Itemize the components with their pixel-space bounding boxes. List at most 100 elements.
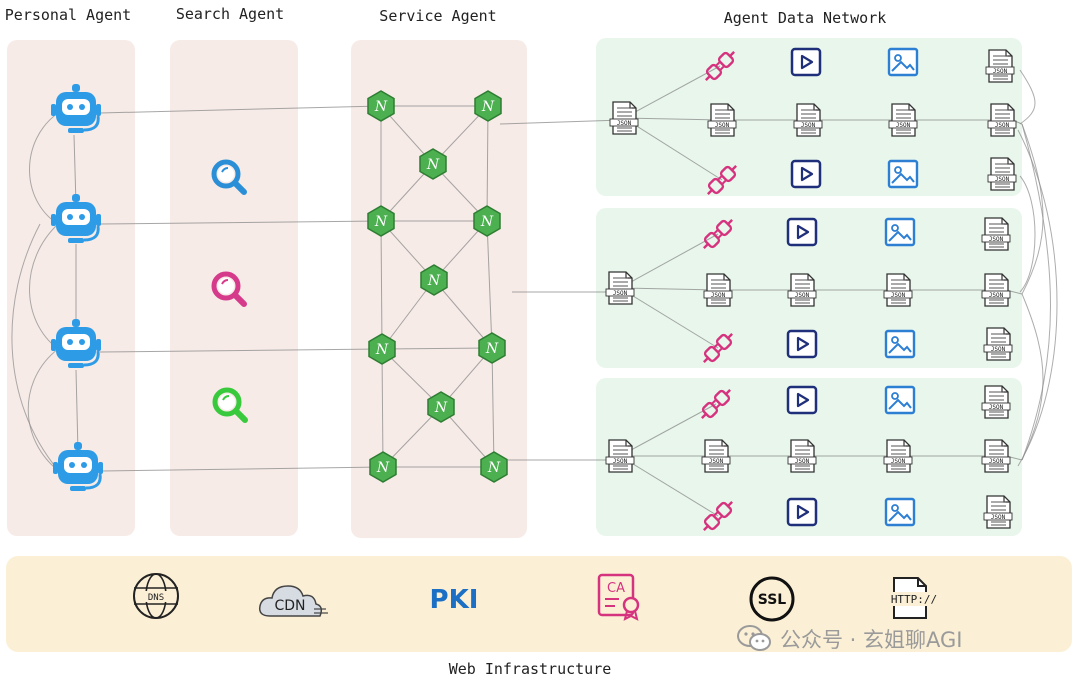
json-tag: JSON [891,458,906,465]
dns-icon: DNS [130,570,182,626]
service-agent-node-icon: N [419,148,447,180]
connector-curve [1019,175,1036,293]
pki-label: PKI [429,585,479,615]
video-play-icon [790,159,822,189]
image-icon [884,217,916,247]
search-agent-magnifier-icon [211,271,247,307]
json-document-icon: JSON [987,157,1017,191]
connector-line [486,105,489,222]
json-document-icon: JSON [787,439,817,473]
connector-line [619,287,719,349]
json-tag: JSON [715,122,730,129]
image-icon [884,497,916,527]
node-letter: N [426,157,440,173]
dns-label: DNS [148,593,164,603]
connector-curve [29,112,59,225]
ca-label: CA [607,581,625,596]
personal-agent-robot-icon [51,194,101,243]
service-agent-node-icon: N [480,451,508,483]
json-tag: JSON [709,458,724,465]
cdn-label: CDN [274,598,305,614]
agent-data-network-title: Agent Data Network [723,9,887,27]
service-agent-node-icon: N [473,205,501,237]
cdn-icon: CDN [256,578,332,626]
video-play-icon [786,217,818,247]
connector-line [623,117,723,181]
json-tag: JSON [896,122,911,129]
json-tag: JSON [989,292,1004,299]
json-tag: JSON [989,404,1004,411]
personal-agent-robot-icon [51,84,101,133]
video-play-icon [786,385,818,415]
json-document-icon: JSON [888,103,918,137]
json-tag: JSON [993,68,1008,75]
connector-line [381,348,384,468]
json-document-icon: JSON [983,495,1013,529]
http-label: HTTP:// [891,593,937,606]
plug-connector-icon [707,165,737,195]
json-tag: JSON [995,176,1010,183]
json-document-icon: JSON [883,439,913,473]
service-agent-node-icon: N [474,90,502,122]
image-icon [884,329,916,359]
json-document-icon: JSON [701,439,731,473]
connector-line [99,348,383,353]
node-letter: N [480,214,494,230]
connector-curve [1017,129,1058,467]
ssl-icon: SSL [748,575,796,627]
json-document-icon: JSON [981,385,1011,419]
connector-curve [29,223,59,350]
web-infrastructure-label: Web Infrastructure [448,660,612,678]
connector-curve [1021,123,1051,461]
plug-connector-icon [703,501,733,531]
connector-line [486,220,493,349]
node-letter: N [427,273,441,289]
node-letter: N [487,460,501,476]
json-tag: JSON [711,292,726,299]
json-document-icon: JSON [981,273,1011,307]
json-tag: JSON [613,458,628,465]
connector-line [380,220,383,350]
node-letter: N [374,99,388,115]
json-tag: JSON [989,236,1004,243]
json-tag: JSON [795,292,810,299]
plug-connector-icon [705,51,735,81]
ca-certificate-icon: CA [595,571,645,625]
node-letter: N [375,342,389,358]
ssl-label: SSL [758,592,787,608]
json-document-icon: JSON [703,273,733,307]
json-document-icon: JSON [605,271,635,305]
node-letter: N [376,460,390,476]
search-agent-title: Search Agent [175,5,285,23]
json-tag: JSON [617,120,632,127]
connector-line [73,134,77,206]
service-agent-title: Service Agent [379,7,497,25]
json-tag: JSON [991,514,1006,521]
json-document-icon: JSON [987,103,1017,137]
plug-connector-icon [703,219,733,249]
json-document-icon: JSON [605,439,635,473]
chat-bubble-icon [736,624,772,654]
connector-curve [1019,69,1036,125]
http-file-icon: HTTP:// [888,575,940,625]
node-letter: N [434,400,448,416]
watermark-text: 公众号 · 玄姐聊AGI [780,628,963,652]
search-agent-magnifier-icon [211,159,247,195]
search-agent-magnifier-icon [212,387,248,423]
connector-line [619,455,719,517]
connector-curve [1021,293,1044,461]
connector-line [499,119,623,125]
json-tag: JSON [795,458,810,465]
connector-line [99,220,382,225]
json-tag: JSON [995,122,1010,129]
connector-line [619,233,719,289]
connector-line [619,403,717,457]
image-icon [887,159,919,189]
json-tag: JSON [991,346,1006,353]
service-agent-node-icon: N [420,264,448,296]
service-agent-node-icon: N [368,333,396,365]
connector-curve [27,348,61,473]
connector-curve [11,223,59,471]
video-play-icon [790,47,822,77]
video-play-icon [786,329,818,359]
